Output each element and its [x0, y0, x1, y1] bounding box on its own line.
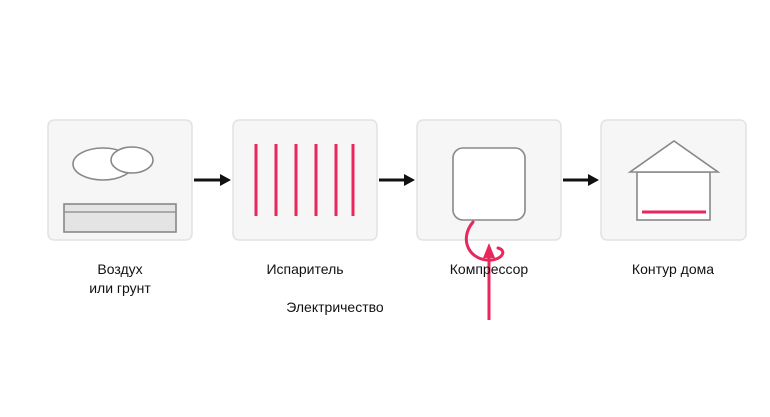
node-compressor — [416, 119, 562, 241]
electricity-label: Электричество — [286, 299, 384, 315]
cloud-icon — [72, 146, 154, 181]
node-box — [232, 119, 378, 241]
ground-icon — [63, 203, 177, 233]
arrow-right-icon — [379, 174, 415, 186]
node-house-loop — [600, 119, 747, 241]
node-air-ground — [47, 119, 193, 241]
arrow-right-icon — [563, 174, 599, 186]
node-label-air-ground: Воздух или грунт — [89, 261, 151, 296]
house-icon — [627, 140, 721, 221]
electricity-input-arrow — [464, 220, 505, 320]
node-label-house-loop: Контур дома — [631, 261, 715, 277]
node-evaporator — [232, 119, 378, 241]
node-label-compressor: Компрессор — [449, 261, 529, 277]
node-label-evaporator: Испаритель — [266, 261, 344, 277]
compressor-icon — [452, 147, 526, 221]
arrow-right-icon — [194, 174, 231, 186]
evaporator-coil-icon — [254, 144, 355, 216]
